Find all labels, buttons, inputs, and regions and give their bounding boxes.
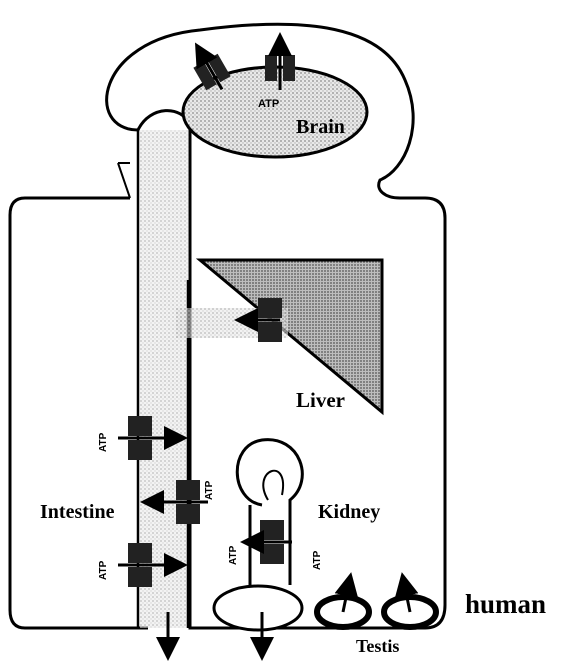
organism-label: human — [465, 589, 546, 619]
intestine-lower-atp-label: ATP — [98, 560, 109, 580]
kidney-glomerulus — [263, 471, 283, 500]
intestine-mid-atp-label: ATP — [204, 480, 215, 500]
brain-label: Brain — [296, 116, 345, 138]
brain-atp-label: ATP — [258, 98, 279, 110]
intestine-label: Intestine — [40, 501, 115, 523]
kidney-label: Kidney — [318, 501, 380, 523]
esophagus-opening — [118, 163, 130, 198]
testis-label: Testis — [356, 636, 399, 656]
kidney-left-atp-label: ATP — [228, 545, 239, 565]
kidney-right-atp-label: ATP — [312, 550, 323, 570]
kidney-transporter — [246, 520, 292, 564]
liver-label: Liver — [296, 388, 345, 412]
intestine-upper-atp-label: ATP — [98, 432, 109, 452]
bladder — [214, 586, 302, 630]
